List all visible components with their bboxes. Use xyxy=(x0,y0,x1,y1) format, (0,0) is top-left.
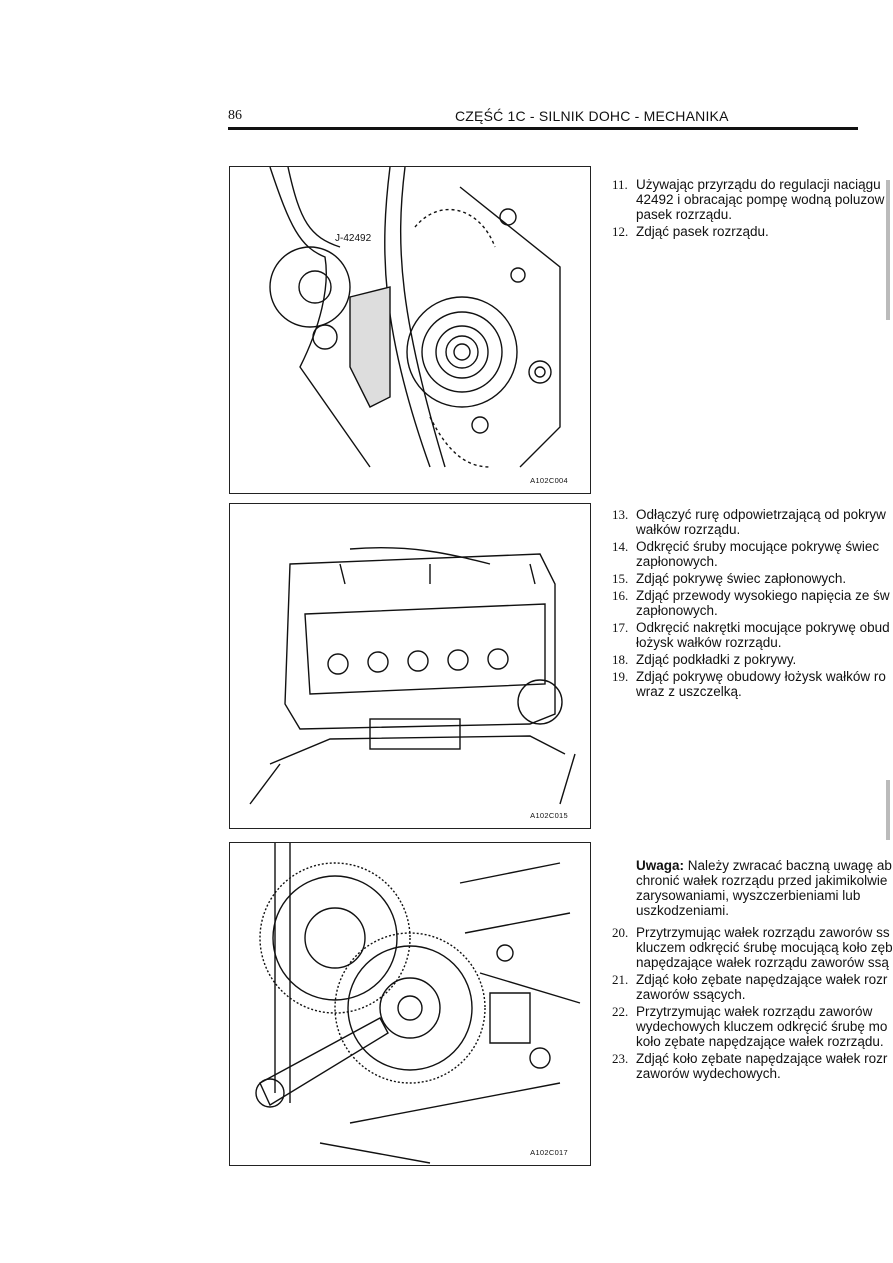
step-number: 16. xyxy=(612,588,629,603)
step-line: zapłonowych. xyxy=(636,603,718,618)
step-line: koło zębate napędzające wałek rozrządu. xyxy=(636,1034,884,1049)
step-number: 23. xyxy=(612,1051,629,1066)
step-line: 42492 i obracając pompę wodną poluzow xyxy=(636,192,885,207)
step-line: zaworów ssących. xyxy=(636,987,746,1002)
scan-edge-mark xyxy=(886,780,890,840)
step-line: łożysk wałków rozrządu. xyxy=(636,635,782,650)
step-line: zaworów wydechowych. xyxy=(636,1066,781,1081)
steps-list-c: 20. Przytrzymując wałek rozrządu zaworów … xyxy=(612,925,893,1083)
step-item: 19. Zdjąć pokrywę obudowy łożysk wałków r… xyxy=(612,669,893,699)
note-text: Należy zwracać baczną uwagę ab chronić w… xyxy=(636,858,892,918)
step-number: 18. xyxy=(612,652,629,667)
step-item: 18. Zdjąć podkładki z pokrywy. xyxy=(612,652,893,667)
step-item: 23. Zdjąć koło zębate napędzające wałek r… xyxy=(612,1051,893,1081)
step-number: 12. xyxy=(612,224,629,239)
step-line: kluczem odkręcić śrubę mocującą koło zęb xyxy=(636,940,893,955)
step-line: Zdjąć przewody wysokiego napięcia ze św xyxy=(636,588,890,603)
note-block: Uwaga: Należy zwracać baczną uwagę ab ch… xyxy=(636,858,893,918)
step-line: Zdjąć koło zębate napędzające wałek rozr xyxy=(636,1051,888,1066)
step-line: Przytrzymując wałek rozrządu zaworów xyxy=(636,1004,873,1019)
step-line: pasek rozrządu. xyxy=(636,207,733,222)
step-item: 15. Zdjąć pokrywę świec zapłonowych. xyxy=(612,571,893,586)
steps-list-b: 13. Odłączyć rurę odpowietrzającą od pokr… xyxy=(612,507,893,701)
figure-camshaft-sprockets: A102C017 xyxy=(229,842,591,1166)
step-line: Odłączyć rurę odpowietrzającą od pokryw xyxy=(636,507,886,522)
step-number: 15. xyxy=(612,571,629,586)
step-item: 13. Odłączyć rurę odpowietrzającą od pokr… xyxy=(612,507,893,537)
steps-list-a: 11. Używając przyrządu do regulacji nacią… xyxy=(612,177,893,241)
header-rule xyxy=(228,127,858,130)
step-line: Odkręcić śruby mocujące pokrywę świec xyxy=(636,539,880,554)
figure-1-code: A102C004 xyxy=(530,476,568,485)
figure-camshaft-cover: A102C015 xyxy=(229,503,591,829)
step-line: Używając przyrządu do regulacji naciągu xyxy=(636,177,881,192)
step-line: wałków rozrządu. xyxy=(636,522,741,537)
figure-3-illustration xyxy=(255,843,581,1164)
step-item: 11. Używając przyrządu do regulacji nacią… xyxy=(612,177,893,222)
figure-2-code: A102C015 xyxy=(530,811,568,820)
step-item: 17. Odkręcić nakrętki mocujące pokrywę ob… xyxy=(612,620,893,650)
step-item: 12. Zdjąć pasek rozrządu. xyxy=(612,224,893,239)
figure-3-code: A102C017 xyxy=(530,1148,568,1157)
step-number: 22. xyxy=(612,1004,629,1019)
step-line: wydechowych kluczem odkręcić śrubę mo xyxy=(636,1019,888,1034)
step-number: 20. xyxy=(612,925,629,940)
step-line: Zdjąć pasek rozrządu. xyxy=(636,224,769,239)
figure-timing-belt-tensioner: J-42492 A102C004 xyxy=(229,166,591,494)
step-number: 17. xyxy=(612,620,629,635)
step-item: 14. Odkręcić śruby mocujące pokrywę świec… xyxy=(612,539,893,569)
step-line: Przytrzymując wałek rozrządu zaworów ss xyxy=(636,925,890,940)
step-line: napędzające wałek rozrządu zaworów ssą xyxy=(636,955,889,970)
figure-1-callout: J-42492 xyxy=(335,233,372,244)
step-line: zapłonowych. xyxy=(636,554,718,569)
step-number: 13. xyxy=(612,507,629,522)
scan-edge-mark xyxy=(886,180,890,320)
step-item: 16. Zdjąć przewody wysokiego napięcia ze … xyxy=(612,588,893,618)
step-number: 14. xyxy=(612,539,629,554)
step-line: Zdjąć podkładki z pokrywy. xyxy=(636,652,797,667)
page-number: 86 xyxy=(228,108,242,123)
figure-2-illustration xyxy=(249,546,576,805)
note-label: Uwaga: xyxy=(636,858,685,873)
step-line: Odkręcić nakrętki mocujące pokrywę obud xyxy=(636,620,890,635)
step-item: 20. Przytrzymując wałek rozrządu zaworów … xyxy=(612,925,893,970)
step-line: Zdjąć pokrywę świec zapłonowych. xyxy=(636,571,847,586)
step-number: 19. xyxy=(612,669,629,684)
step-number: 11. xyxy=(612,177,628,192)
step-line: Zdjąć pokrywę obudowy łożysk wałków ro xyxy=(636,669,886,684)
step-line: wraz z uszczelką. xyxy=(636,684,742,699)
running-title: CZĘŚĆ 1C - SILNIK DOHC - MECHANIKA xyxy=(455,108,729,124)
step-item: 21. Zdjąć koło zębate napędzające wałek r… xyxy=(612,972,893,1002)
step-line: Zdjąć koło zębate napędzające wałek rozr xyxy=(636,972,888,987)
step-number: 21. xyxy=(612,972,629,987)
figure-1-illustration xyxy=(269,167,561,468)
